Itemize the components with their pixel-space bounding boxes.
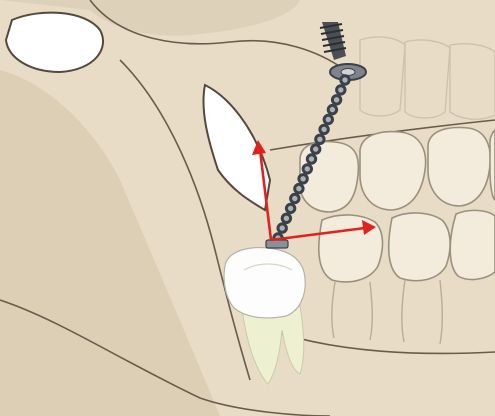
chain-link: [303, 165, 311, 173]
chain-link: [282, 214, 290, 222]
attachment-bracket: [266, 240, 288, 248]
chain-link: [299, 175, 307, 183]
chain-link: [307, 155, 315, 163]
chain-link: [328, 105, 336, 113]
chain-link: [332, 96, 340, 104]
chain-link: [341, 76, 349, 84]
chain-link: [312, 145, 320, 153]
chain-link: [278, 224, 286, 232]
chain-link: [291, 194, 299, 202]
chain-link: [320, 125, 328, 133]
chain-link: [324, 115, 332, 123]
chain-link: [286, 204, 294, 212]
chain-link: [295, 184, 303, 192]
chain-link: [316, 135, 324, 143]
chain-link: [337, 86, 345, 94]
